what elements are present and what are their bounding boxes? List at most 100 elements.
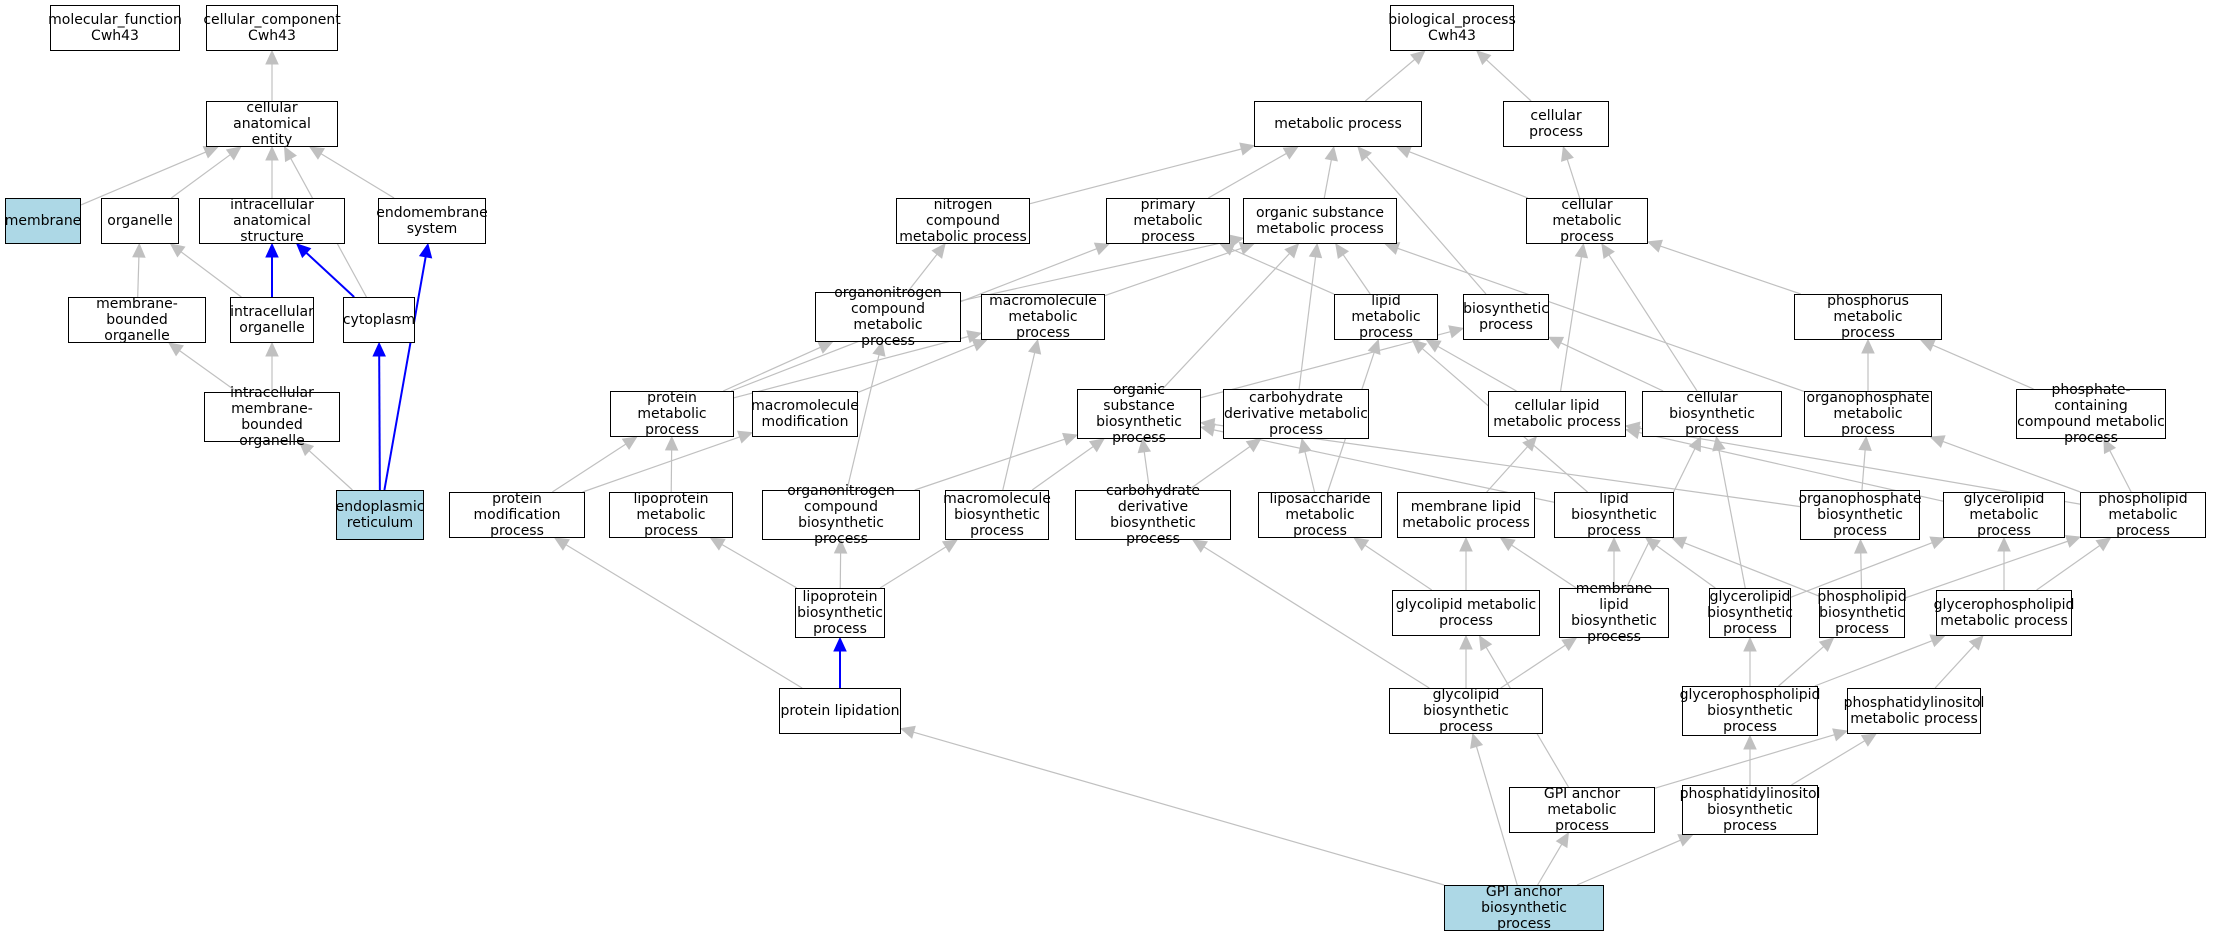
edge-arrowhead-icon — [1384, 242, 1401, 255]
edge-line — [383, 256, 427, 491]
go-term-node-lbp[interactable]: lipid biosynthetic process — [1554, 491, 1674, 539]
go-term-node-ocmp[interactable]: organonitrogen compound metabolic proces… — [815, 285, 961, 349]
go-term-node-bsp[interactable]: biosynthetic process — [1463, 294, 1549, 340]
edge-arrowhead-icon — [1409, 50, 1426, 65]
go-term-node-pmodp[interactable]: protein modification process — [449, 491, 585, 539]
edge-line — [1323, 159, 1332, 199]
go-term-node-mp[interactable]: metabolic process — [1254, 101, 1422, 147]
edge-arrowhead-icon — [931, 243, 946, 259]
go-term-node-ncmp[interactable]: nitrogen compound metabolic process — [896, 197, 1030, 245]
edge-line — [170, 154, 231, 199]
edge-gpmp-to-plmp — [2036, 537, 2112, 591]
go-term-node-pibp[interactable]: phosphatidylinositol biosynthetic proces… — [1679, 785, 1821, 835]
go-term-node-cdbp[interactable]: carbohydrate derivative biosynthetic pro… — [1075, 483, 1231, 547]
go-term-node-er[interactable]: endoplasmic reticulum — [336, 490, 424, 540]
edge-imbo-to-mbo — [168, 342, 238, 393]
go-term-node-cyto[interactable]: cytoplasm — [343, 297, 415, 343]
edge-opmp-to-phmp — [1861, 338, 1875, 391]
edge-arrowhead-icon — [1644, 537, 1661, 552]
go-term-node-clmp[interactable]: cellular lipid metabolic process — [1488, 391, 1626, 437]
go-term-node-pimp[interactable]: phosphatidylinositol metabolic process — [1844, 688, 1984, 734]
edge-mlbp-to-mlmp — [1499, 537, 1577, 589]
go-term-node-prmp[interactable]: protein metabolic process — [610, 390, 734, 438]
go-term-node-cbp[interactable]: cellular biosynthetic process — [1642, 390, 1782, 438]
go-term-node-cae[interactable]: cellular anatomical entity — [206, 100, 338, 148]
go-term-node-osbp[interactable]: organic substance biosynthetic process — [1077, 382, 1201, 446]
edge-arrowhead-icon — [225, 146, 242, 161]
go-term-node-osmp[interactable]: organic substance metabolic process — [1243, 198, 1397, 244]
edge-line — [179, 350, 238, 393]
go-term-node-cmp[interactable]: cellular metabolic process — [1526, 197, 1648, 245]
edge-cbp-to-bsp — [1547, 336, 1664, 392]
edge-ems-to-cae — [308, 146, 395, 199]
edge-arrowhead-icon — [1459, 634, 1473, 650]
edge-arrowhead-icon — [1522, 436, 1538, 452]
edge-arrowhead-icon — [308, 146, 325, 160]
go-term-node-ias[interactable]: intracellular anatomical structure — [199, 197, 345, 245]
go-term-node-imbo[interactable]: intracellular membrane-bounded organelle — [204, 385, 340, 449]
edge-arrowhead-icon — [833, 636, 847, 652]
edge-ias-to-cae — [265, 145, 279, 198]
go-term-node-macmp[interactable]: macromolecule metabolic process — [981, 293, 1105, 341]
go-term-node-ocbp[interactable]: organonitrogen compound biosynthetic pro… — [762, 483, 920, 547]
edge-arrowhead-icon — [1555, 831, 1569, 849]
edge-cdmp-to-osmp — [1298, 242, 1323, 390]
go-term-node-opbp[interactable]: organophosphate biosynthetic process — [1798, 490, 1922, 540]
go-term-node-plmp[interactable]: phospholipid metabolic process — [2080, 491, 2206, 539]
go-term-node-lpmp[interactable]: lipoprotein metabolic process — [609, 491, 733, 539]
go-term-node-gpmp[interactable]: glycerophospholipid metabolic process — [1934, 590, 2074, 636]
edge-pmp-to-mp — [1208, 146, 1299, 199]
edge-arrowhead-icon — [833, 538, 848, 554]
go-term-node-mbo[interactable]: membrane-bounded organelle — [68, 296, 206, 344]
go-term-node-lpbp[interactable]: lipoprotein biosynthetic process — [795, 588, 885, 638]
edge-gcmp-to-mlmp — [1459, 536, 1473, 590]
go-term-node-gpbp[interactable]: glycerophospholipid biosynthetic process — [1679, 686, 1821, 736]
edge-gcbp-to-gcmp — [1459, 634, 1473, 688]
go-term-node-bp[interactable]: biological_process Cwh43 — [1388, 5, 1516, 51]
go-term-node-mlmp[interactable]: membrane lipid metabolic process — [1397, 492, 1535, 538]
go-term-node-organelle[interactable]: organelle — [101, 198, 179, 244]
go-term-node-mm[interactable]: macromolecule modification — [751, 391, 859, 437]
edge-arrowhead-icon — [1929, 435, 1946, 449]
go-term-node-io[interactable]: intracellular organelle — [230, 297, 314, 343]
go-term-node-lsmp[interactable]: liposaccharide metabolic process — [1258, 491, 1382, 539]
go-term-node-pmp[interactable]: primary metabolic process — [1106, 197, 1230, 245]
go-term-node-cdmp[interactable]: carbohydrate derivative metabolic proces… — [1223, 389, 1369, 439]
edge-arrowhead-icon — [1919, 339, 1936, 352]
go-term-node-opmp[interactable]: organophosphate metabolic process — [1804, 390, 1932, 438]
go-term-node-mf[interactable]: molecular_function Cwh43 — [48, 5, 182, 51]
go-term-node-gpibp[interactable]: GPI anchor biosynthetic process — [1444, 884, 1604, 932]
edge-line — [1200, 331, 1451, 399]
edge-line — [1002, 352, 1036, 491]
go-term-node-gpimp[interactable]: GPI anchor metabolic process — [1509, 786, 1655, 834]
go-term-node-gcmp[interactable]: glycolipid metabolic process — [1392, 590, 1540, 636]
edge-line — [1366, 156, 1487, 295]
go-term-node-pccmp[interactable]: phosphate-containing compound metabolic … — [2016, 381, 2166, 447]
go-term-node-macbp[interactable]: macromolecule biosynthetic process — [943, 490, 1051, 540]
go-term-node-gcbp[interactable]: glycolipid biosynthetic process — [1389, 687, 1543, 735]
go-term-node-phmp[interactable]: phosphorus metabolic process — [1794, 293, 1942, 341]
go-term-node-glmp[interactable]: glycerolipid metabolic process — [1943, 491, 2065, 539]
edge-line — [1942, 440, 2081, 493]
edge-arrowhead-icon — [1470, 732, 1484, 749]
edge-clmp-to-cmp — [1559, 242, 1589, 392]
edge-osbp-to-bsp — [1200, 325, 1465, 399]
go-term-node-plbp[interactable]: phospholipid biosynthetic process — [1817, 588, 1907, 638]
go-term-node-glbp[interactable]: glycerolipid biosynthetic process — [1707, 588, 1793, 638]
go-term-node-cp[interactable]: cellular process — [1503, 101, 1609, 147]
go-term-node-cc[interactable]: cellular_component Cwh43 — [203, 5, 341, 51]
edge-arrowhead-icon — [1858, 435, 1872, 451]
edge-er-to-ems — [383, 242, 433, 491]
edge-arrowhead-icon — [295, 243, 312, 259]
go-term-node-ems[interactable]: endomembrane system — [376, 198, 488, 244]
edge-phmp-to-cmp — [1646, 239, 1801, 295]
go-term-node-membrane[interactable]: membrane — [5, 198, 81, 244]
edge-arrowhead-icon — [1411, 339, 1428, 354]
go-term-node-mlbp[interactable]: membrane lipid biosynthetic process — [1559, 581, 1669, 645]
edge-cdbp-to-osbp — [1137, 437, 1152, 491]
go-term-node-plip[interactable]: protein lipidation — [779, 688, 901, 734]
edge-arrowhead-icon — [1448, 325, 1465, 339]
edge-pimp-to-gpmp — [1934, 635, 1984, 689]
go-term-node-lmp[interactable]: lipid metabolic process — [1334, 293, 1438, 341]
edge-arrowhead-icon — [265, 145, 279, 161]
